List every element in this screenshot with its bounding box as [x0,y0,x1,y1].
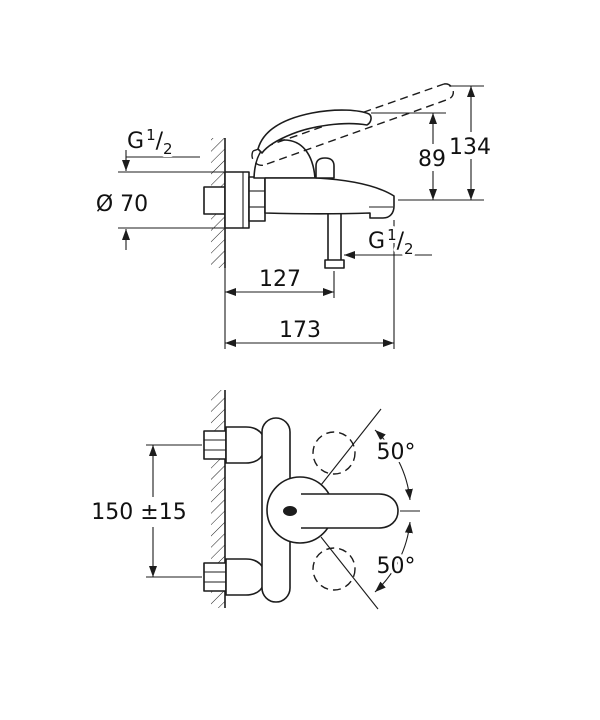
wall-union [203,186,226,215]
shower-outlet [324,213,345,269]
dim-depth-127: 127 [259,267,301,292]
mounting-top [203,426,266,464]
plan-view: 150 ±15 50° 50° [88,390,420,610]
dim-mount-distance: 150 ±15 [91,500,186,525]
dim-swivel-angle-bottom: 50° [377,554,416,579]
dim-height-89: 89 [418,147,446,172]
spout-body [264,177,395,219]
side-view-dimensions [118,85,484,349]
plan-view-dimensions [146,408,420,610]
lever-handle [257,109,372,154]
diverter-knob [315,157,335,179]
escutcheon [224,171,250,229]
mounting-bottom [203,558,266,596]
dim-depth-173: 173 [279,318,321,343]
dim-height-134: 134 [449,135,491,160]
lever-raised-dashed [251,83,455,167]
lever-handle-plan [301,493,399,529]
dim-swivel-angle-top: 50° [377,440,416,465]
indicator-dot [283,506,297,516]
connection-nut [248,176,266,222]
swivel-circle-top [312,431,356,475]
dim-flange-diameter: Ø 70 [96,192,148,217]
swivel-circle-bottom [312,547,356,591]
